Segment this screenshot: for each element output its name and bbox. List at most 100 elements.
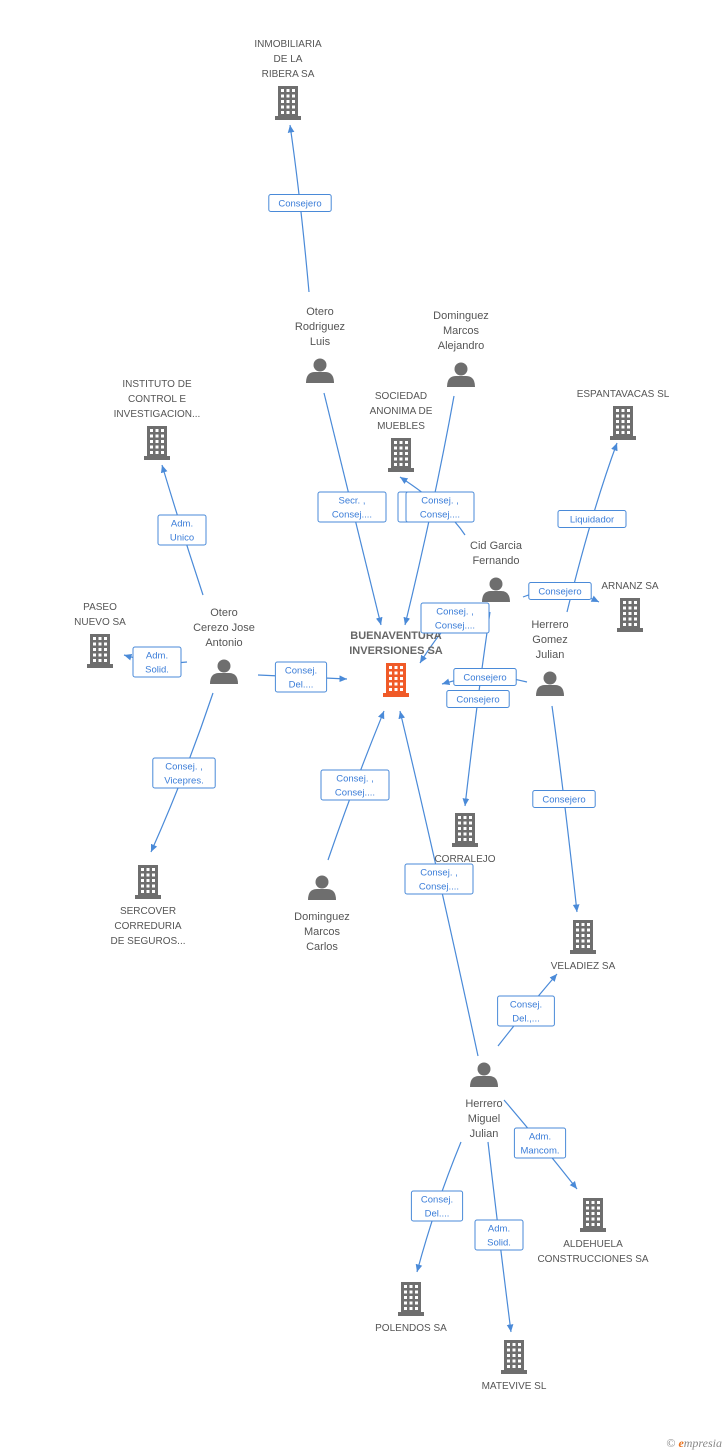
brand-footer: ©empresia (666, 1436, 722, 1451)
edge-label-herrero_miguel-to-main[interactable]: Consej. , Consej.... (404, 863, 474, 895)
edge-label-cid-to-arnanz[interactable]: Consejero (528, 582, 592, 600)
node-espantavacas[interactable]: ESPANTAVACAS SL (577, 389, 670, 440)
company-building-icon (617, 598, 643, 632)
node-label-line: Herrero (531, 619, 568, 631)
edge-label-herrero_gomez-to-veladiez[interactable]: Consejero (532, 790, 596, 808)
edge-label-box (532, 790, 596, 808)
node-arnanz[interactable]: ARNANZ SA (601, 581, 659, 632)
edge-label-text: Vicepres. (164, 776, 203, 787)
edge-label-text: Consej. (421, 1195, 453, 1206)
edge-label-text: Consejero (463, 673, 506, 684)
edge-label-text: Del.... (289, 680, 314, 691)
node-label-line: Cid Garcia (470, 540, 523, 552)
company-building-icon (610, 406, 636, 440)
edge-label-otero_jose-to-instituto[interactable]: Adm.Unico (157, 514, 207, 546)
node-label-line: MUEBLES (377, 421, 425, 432)
edge-label-box (420, 602, 490, 634)
edge-label-otero_jose-to-main[interactable]: Consej.Del.... (274, 661, 328, 693)
node-label-line: VELADIEZ SA (551, 961, 616, 972)
company-building-icon (398, 1282, 424, 1316)
edge-label-text: Consej. , (436, 607, 474, 618)
node-label-line: Marcos (304, 926, 341, 938)
edge-label-box (274, 661, 328, 693)
person-icon (308, 875, 336, 900)
edge-label-herrero_miguel-to-polendos[interactable]: Consej. Del.... (410, 1190, 464, 1222)
edge-label-box (410, 1190, 464, 1222)
node-paseo[interactable]: PASEO NUEVO SA (74, 602, 126, 668)
edge-label-text: Consej.... (332, 510, 372, 521)
edge-label-herrero_gomez-to-main[interactable]: Consejero (453, 668, 517, 686)
edge-label-box (132, 646, 182, 678)
edge-label-box (528, 582, 592, 600)
edge-label-box (320, 769, 390, 801)
node-label-line: BUENAVENTURA (350, 630, 442, 642)
edge-label-box (404, 863, 474, 895)
company-building-icon (570, 920, 596, 954)
edge-label-otero_luis-to-inmobiliaria[interactable]: Consejero (268, 194, 332, 212)
node-label-line: INVERSIONES SA (349, 645, 443, 657)
edge-label-herrero_miguel-to-veladiez[interactable]: Consej. Del.,... (497, 995, 555, 1027)
node-main[interactable]: BUENAVENTURA INVERSIONES SA (349, 630, 443, 697)
edge-label-otero_luis-to-main[interactable]: Secr. ,Consej.... (317, 491, 387, 523)
edge-label-text: Solid. (145, 665, 169, 676)
node-label-line: PASEO (83, 602, 117, 613)
edge-label-box (157, 514, 207, 546)
edge-label-otero_jose-to-paseo[interactable]: Adm.Solid. (132, 646, 182, 678)
edge-label-herrero_miguel-to-aldehuela[interactable]: Adm.Mancom. (513, 1127, 567, 1159)
edge-label-dominguez_carlos-to-main[interactable]: Consej. ,Consej.... (320, 769, 390, 801)
node-label-line: RIBERA SA (262, 69, 315, 80)
node-label-line: MATEVIVE SL (482, 1381, 547, 1392)
edge-label-text: Del.... (425, 1209, 450, 1220)
node-label-line: INSTITUTO DE (122, 379, 192, 390)
node-label-line: DE LA (274, 54, 303, 65)
person-icon (470, 1062, 498, 1087)
node-veladiez[interactable]: VELADIEZ SA (551, 920, 616, 972)
node-label-line: CONTROL E (128, 394, 186, 405)
node-polendos[interactable]: POLENDOS SA (375, 1282, 447, 1334)
edge-label-box (474, 1219, 524, 1251)
node-matevive[interactable]: MATEVIVE SL (482, 1340, 547, 1392)
edge-label-cid-to-main[interactable]: Consej. ,Consej.... (420, 602, 490, 634)
edge-label-text: Consej. (510, 1000, 542, 1011)
node-label-line: CONSTRUCCIONES SA (537, 1254, 648, 1265)
node-label-line: Julian (470, 1128, 499, 1140)
node-label-line: Gomez (532, 634, 567, 646)
edge-label-box (557, 510, 627, 528)
edge-herrero_gomez-to-veladiez (551, 705, 580, 913)
edge-label-text: Adm. (529, 1132, 551, 1143)
edge-label-herrero_miguel-to-matevive[interactable]: Adm.Solid. (474, 1219, 524, 1251)
edge-label-text: Consej. , (420, 868, 458, 879)
company-building-icon (87, 634, 113, 668)
node-label-line: CORRALEJO (434, 854, 495, 865)
node-label-line: Luis (310, 336, 331, 348)
node-label-line: NUEVO SA (74, 617, 126, 628)
company-building-icon (388, 438, 414, 472)
edge-label-herrero_gomez-to-espantavacas[interactable]: Liquidador (557, 510, 627, 528)
edge-label-text: Consej.... (419, 882, 459, 893)
company-building-icon (275, 86, 301, 120)
edge-label-box (268, 194, 332, 212)
edge-label-cid-to-sociedad[interactable]: Consej. ,Consej.... (405, 491, 475, 523)
person-icon (536, 671, 564, 696)
edge-label-box (446, 690, 510, 708)
edge-label-text: Del.,... (512, 1014, 539, 1025)
edge-label-text: Consejero (278, 199, 321, 210)
edge-label-otero_jose-to-sercover[interactable]: Consej. ,Vicepres. (152, 757, 216, 789)
edge-label-box (453, 668, 517, 686)
node-label-line: Otero (210, 607, 238, 619)
edge-label-cid-to-corralejo[interactable]: Consejero (446, 690, 510, 708)
